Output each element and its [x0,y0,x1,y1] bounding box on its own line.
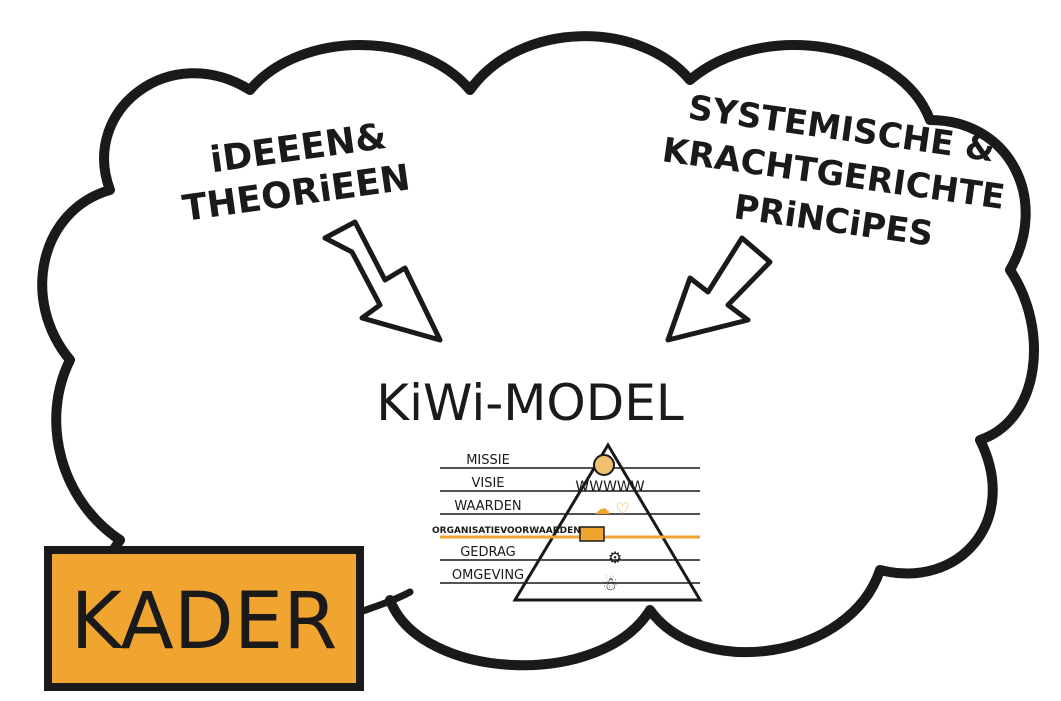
waarden-icon: ☁ ♡ [594,499,629,518]
kader-border [44,546,364,691]
gedrag-icon: ⚙ [608,548,622,567]
organisatie-icon [579,526,605,542]
pyramid-level-label: MISSIE [466,453,510,468]
kader-connector [356,588,414,616]
left-arrow-icon [322,219,443,343]
center-title: KiWi-MODEL [376,374,684,432]
pyramid-level-label: OMGEVING [452,568,524,583]
pyramid-level-label: GEDRAG [460,545,516,560]
pyramid-level-label: VISIE [471,476,504,491]
visie-icon: WWWWW [575,479,644,495]
kader-box: KADER [44,546,414,691]
missie-icon [593,454,615,476]
pyramid-level-label: WAARDEN [454,499,521,514]
right-arrow-icon [665,235,773,343]
pyramid-triangle [512,442,703,602]
cloud-outline [37,31,1039,671]
omgeving-icon: ☃ [602,573,618,595]
kader-label: KADER [71,577,338,667]
pyramid-diagram: MISSIE VISIE WAARDEN ORGANISATIEVOORWAARDEN… [432,442,703,602]
kader-fill [48,550,360,687]
pyramid-level-label: ORGANISATIEVOORWAARDEN [432,526,581,536]
